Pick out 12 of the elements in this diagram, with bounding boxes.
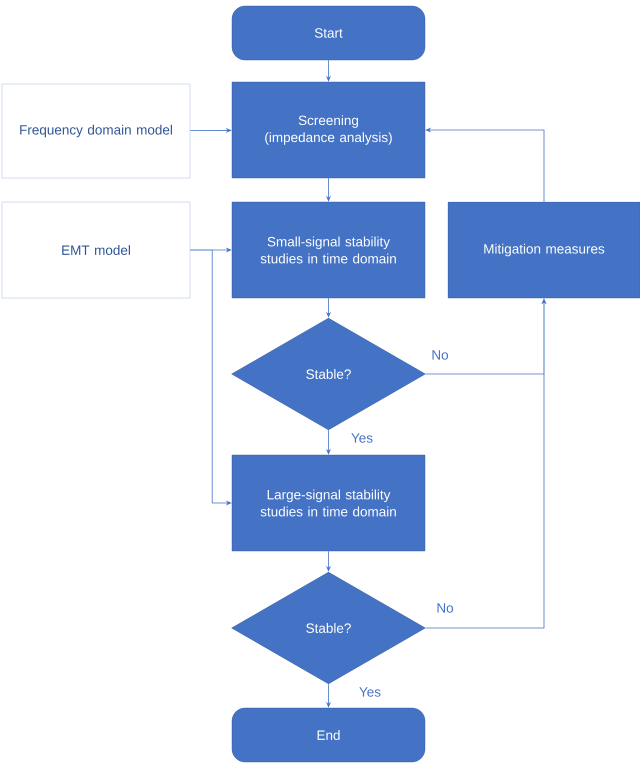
edge-label: Yes: [358, 686, 382, 698]
process-box: Mitigation measures: [448, 202, 640, 298]
edge-label: No: [430, 349, 450, 361]
process-box: Large-signal stability studies in time domain: [232, 454, 426, 552]
edge-label: Yes: [350, 432, 374, 444]
model-box: Frequency domain model: [2, 84, 190, 178]
process-box: Screening (impedance analysis): [232, 82, 426, 178]
model-box: EMT model: [2, 202, 190, 298]
terminal-box: End: [232, 708, 426, 762]
edge-label: No: [435, 602, 455, 614]
process-box: Small-signal stability studies in time domain: [232, 202, 426, 298]
terminal-box: Start: [232, 6, 426, 60]
